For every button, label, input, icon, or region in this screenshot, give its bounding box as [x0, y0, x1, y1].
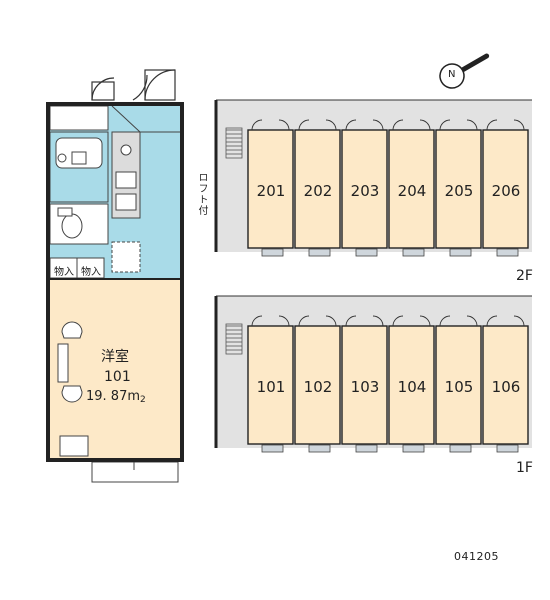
unit-number: 206	[491, 182, 521, 200]
unit-number: 102	[303, 378, 333, 396]
balcony	[355, 248, 378, 257]
unit-room	[247, 129, 294, 249]
balcony	[261, 444, 284, 453]
building-layout	[214, 99, 532, 453]
door-icon	[278, 315, 290, 327]
compass-icon	[439, 53, 490, 89]
unit-walls	[46, 102, 184, 462]
floor-1f	[214, 295, 532, 453]
loft-label: ロフト付	[196, 172, 207, 216]
unit-room	[388, 325, 435, 445]
door-icon	[466, 315, 478, 327]
door-icon	[392, 315, 404, 327]
stairs-icon	[225, 323, 243, 355]
unit-room	[341, 325, 388, 445]
door-icon	[513, 119, 525, 131]
floor-2f	[214, 99, 532, 257]
room-label: 洋室	[101, 349, 129, 365]
door-icon	[486, 315, 498, 327]
balcony	[261, 248, 284, 257]
unit-number: 203	[350, 182, 380, 200]
door-icon	[466, 119, 478, 131]
door-icon	[372, 119, 384, 131]
unit-room	[247, 325, 294, 445]
entrance-doors	[91, 69, 176, 101]
unit-number: 202	[303, 182, 333, 200]
balcony	[449, 248, 472, 257]
balcony	[91, 461, 179, 483]
listing-code: 041205	[454, 550, 499, 563]
unit-room	[482, 129, 529, 249]
door-icon	[392, 119, 404, 131]
door-icon	[419, 119, 431, 131]
door-icon	[345, 315, 357, 327]
unit-room	[341, 129, 388, 249]
door-icon	[251, 315, 263, 327]
balcony	[308, 248, 331, 257]
floor-label: 2F	[516, 268, 533, 284]
door-icon	[325, 119, 337, 131]
door-icon	[298, 119, 310, 131]
door-icon	[278, 119, 290, 131]
balcony	[496, 444, 519, 453]
unit-room	[435, 325, 482, 445]
storage-label: 物入	[81, 267, 101, 278]
compass-north-label: N	[448, 69, 456, 80]
floor-label: 1F	[516, 460, 533, 476]
door-icon	[298, 315, 310, 327]
balcony	[355, 444, 378, 453]
door-icon	[439, 119, 451, 131]
door-icon	[325, 315, 337, 327]
door-icon	[486, 119, 498, 131]
balcony	[402, 248, 425, 257]
unit-room	[388, 129, 435, 249]
unit-room	[482, 325, 529, 445]
balcony	[308, 444, 331, 453]
main-room	[50, 280, 180, 458]
door-icon	[345, 119, 357, 131]
unit-number: 205	[444, 182, 474, 200]
unit-number: 101	[256, 378, 286, 396]
unit-plan	[46, 69, 184, 483]
stairs-icon	[225, 127, 243, 159]
balcony	[402, 444, 425, 453]
door-icon	[251, 119, 263, 131]
door-icon	[419, 315, 431, 327]
desk	[59, 435, 89, 457]
unit-number: 104	[397, 378, 427, 396]
door-icon	[372, 315, 384, 327]
storage-label: 物入	[54, 267, 74, 278]
toilet	[61, 213, 83, 239]
washer-space	[111, 241, 141, 273]
unit-number: 204	[397, 182, 427, 200]
unit-number: 105	[444, 378, 474, 396]
unit-room	[435, 129, 482, 249]
unit-number: 201	[256, 182, 286, 200]
door-icon	[439, 315, 451, 327]
room-number: 101	[104, 369, 131, 385]
room-area: 19. 87m2	[86, 389, 146, 405]
unit-room	[294, 325, 341, 445]
door-icon	[513, 315, 525, 327]
unit-number: 106	[491, 378, 521, 396]
table	[57, 343, 69, 383]
balcony	[496, 248, 519, 257]
unit-number: 103	[350, 378, 380, 396]
unit-room	[294, 129, 341, 249]
balcony	[449, 444, 472, 453]
